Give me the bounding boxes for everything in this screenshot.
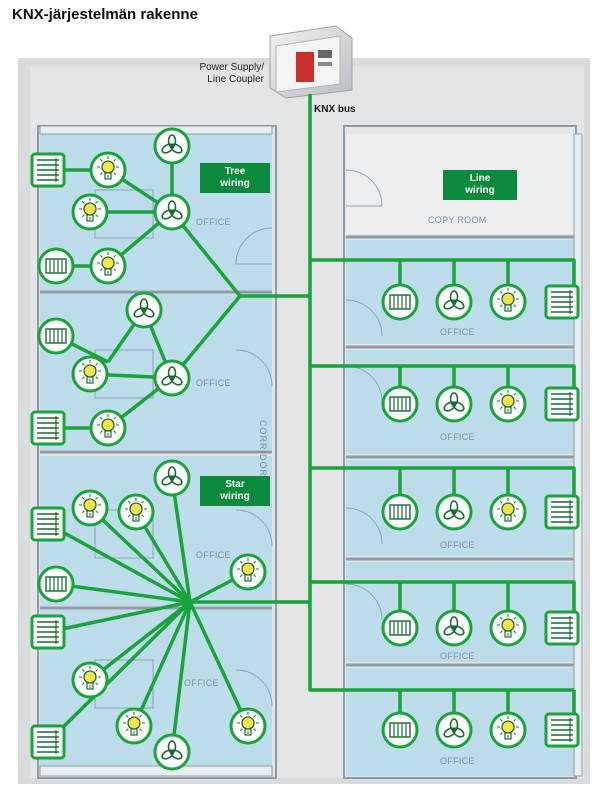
fan-icon bbox=[435, 609, 473, 647]
lamp-icon bbox=[229, 553, 267, 591]
room-label-office: OFFICE bbox=[184, 678, 219, 688]
radiator-icon bbox=[381, 493, 419, 531]
room-label-office: OFFICE bbox=[196, 378, 231, 388]
fan-icon bbox=[435, 283, 473, 321]
lamp-icon bbox=[71, 661, 109, 699]
radiator-icon bbox=[381, 711, 419, 749]
lamp-icon bbox=[89, 151, 127, 189]
room-label-copy-room: COPY ROOM bbox=[428, 215, 487, 225]
page-title: KNX-järjestelmän rakenne bbox=[12, 6, 198, 23]
room-label-office: OFFICE bbox=[440, 432, 475, 442]
tree-wiring-label: Tree wiring bbox=[200, 163, 270, 193]
blind-icon bbox=[30, 152, 66, 188]
blind-icon bbox=[544, 386, 580, 422]
device-label: Power Supply/ Line Coupler bbox=[160, 62, 264, 86]
radiator-icon bbox=[381, 283, 419, 321]
lamp-icon bbox=[117, 493, 155, 531]
blind-icon bbox=[544, 284, 580, 320]
fan-icon bbox=[125, 291, 163, 329]
lamp-icon bbox=[489, 385, 527, 423]
lamp-icon bbox=[71, 355, 109, 393]
lamp-icon bbox=[89, 409, 127, 447]
room-label-office: OFFICE bbox=[196, 550, 231, 560]
room-label-office: OFFICE bbox=[440, 756, 475, 766]
tree-wiring-line2: wiring bbox=[220, 178, 250, 189]
radiator-icon bbox=[381, 609, 419, 647]
line-wiring-line2: wiring bbox=[465, 185, 495, 196]
blind-icon bbox=[544, 610, 580, 646]
line-wiring-line1: Line bbox=[469, 173, 491, 184]
fan-icon bbox=[153, 359, 191, 397]
room-label-office: OFFICE bbox=[440, 651, 475, 661]
blind-icon bbox=[30, 410, 66, 446]
knx-devices bbox=[30, 127, 580, 771]
lamp-icon bbox=[229, 707, 267, 745]
corridor-label: CORRIDOR bbox=[258, 420, 268, 477]
lamp-icon bbox=[489, 283, 527, 321]
fan-icon bbox=[153, 193, 191, 231]
blind-icon bbox=[544, 712, 580, 748]
star-wiring-label: Star wiring bbox=[200, 476, 270, 506]
fan-icon bbox=[435, 385, 473, 423]
star-wiring-line2: wiring bbox=[220, 491, 250, 502]
knx-bus-label: KNX bus bbox=[314, 104, 356, 115]
tree-wiring-line1: Tree bbox=[224, 166, 246, 177]
lamp-icon bbox=[489, 711, 527, 749]
line-wiring-label: Line wiring bbox=[443, 170, 517, 200]
room-label-office: OFFICE bbox=[196, 217, 231, 227]
power-supply-device bbox=[269, 25, 353, 99]
lamp-icon bbox=[489, 609, 527, 647]
blind-icon bbox=[30, 506, 66, 542]
lamp-icon bbox=[71, 489, 109, 527]
fan-icon bbox=[153, 459, 191, 497]
lamp-icon bbox=[89, 247, 127, 285]
room-label-office: OFFICE bbox=[440, 540, 475, 550]
blind-icon bbox=[544, 494, 580, 530]
device-label-line1: Power Supply/ bbox=[199, 62, 264, 73]
star-wiring-line1: Star bbox=[225, 479, 245, 490]
fan-icon bbox=[153, 127, 191, 165]
lamp-icon bbox=[115, 707, 153, 745]
radiator-icon bbox=[37, 565, 75, 603]
fan-icon bbox=[435, 493, 473, 531]
lamp-icon bbox=[489, 493, 527, 531]
blind-icon bbox=[30, 724, 66, 760]
radiator-icon bbox=[381, 385, 419, 423]
room-label-office: OFFICE bbox=[440, 327, 475, 337]
device-label-line2: Line Coupler bbox=[207, 74, 264, 85]
fan-icon bbox=[153, 733, 191, 771]
radiator-icon bbox=[37, 317, 75, 355]
blind-icon bbox=[30, 614, 66, 650]
fan-icon bbox=[435, 711, 473, 749]
lamp-icon bbox=[71, 193, 109, 231]
radiator-icon bbox=[37, 247, 75, 285]
